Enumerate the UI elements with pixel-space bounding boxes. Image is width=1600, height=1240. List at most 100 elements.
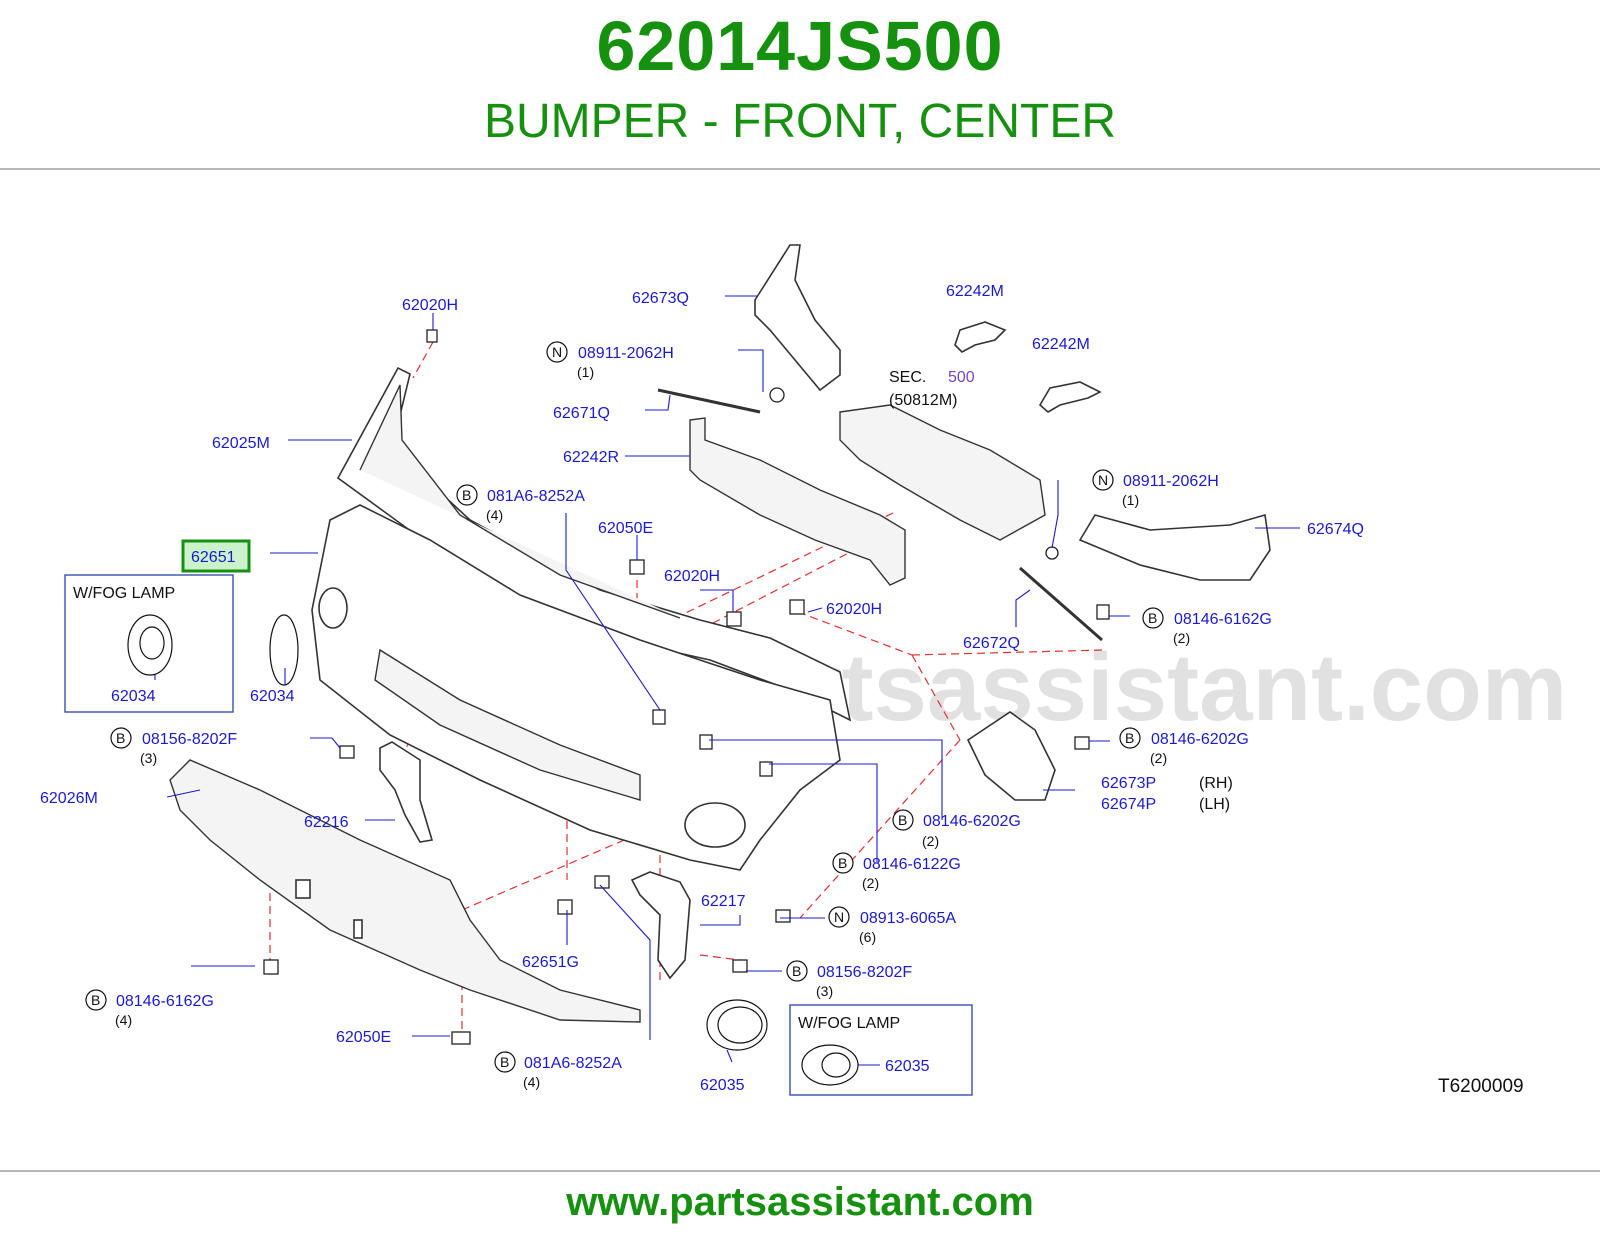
section-ref-sub: (50812M) [889, 392, 957, 409]
side-label-rh: (RH) [1199, 775, 1233, 792]
callout-62671Q[interactable]: 62671Q [553, 405, 610, 422]
svg-text:B: B [838, 855, 847, 871]
callout-62050E-bottom[interactable]: 62050E [336, 1029, 391, 1046]
bumper-cover-62651 [311, 504, 841, 871]
callout-62020H-right[interactable]: 62020H [826, 601, 882, 618]
fog-lamp-ring-62035-inner [717, 1006, 763, 1044]
svg-text:B: B [500, 1054, 509, 1070]
fog-lamp-option-box-left [64, 574, 234, 713]
svg-text:B: B [898, 812, 907, 828]
callout-62242M-upper[interactable]: 62242M [946, 283, 1004, 300]
fog-lamp-ring-62034-inset-inner [139, 626, 165, 660]
part-description-title: BUMPER - FRONT, CENTER [483, 95, 1116, 148]
section-ref-label: SEC. [889, 369, 926, 386]
callout-62025M[interactable]: 62025M [212, 435, 270, 452]
callout-62242R[interactable]: 62242R [563, 449, 619, 466]
side-label-lh: (LH) [1199, 796, 1230, 813]
bumper-armature-62242R [689, 417, 906, 586]
callout-symbols: N N B B B B B B N B B B [85, 341, 1164, 1073]
footer-divider [0, 1170, 1600, 1172]
callout-62217[interactable]: 62217 [701, 893, 746, 910]
corner-piece-62673P [966, 711, 1056, 801]
svg-text:N: N [552, 344, 562, 360]
callout-62020H-top[interactable]: 62020H [402, 297, 458, 314]
callout-08913-6065A[interactable]: 08913-6065A [860, 910, 956, 927]
callout-62034[interactable]: 62034 [250, 688, 295, 705]
quantity-label: (4) [523, 1074, 540, 1090]
fascia-inner-edge [359, 384, 681, 619]
parts-diagram: www.partsassistant.com [40, 244, 1567, 1097]
svg-text:B: B [462, 487, 471, 503]
bumper-fog-hole-right [684, 802, 746, 848]
bracket-62217 [630, 871, 691, 980]
callout-08146-6202G-mid[interactable]: 08146-6202G [923, 813, 1021, 830]
quantity-label: (1) [1122, 492, 1139, 508]
quantity-label: (3) [816, 983, 833, 999]
callout-62672Q[interactable]: 62672Q [963, 635, 1020, 652]
svg-text:B: B [91, 992, 100, 1008]
svg-text:N: N [1098, 472, 1108, 488]
quantity-label: (2) [1150, 750, 1167, 766]
footer-website-link[interactable]: www.partsassistant.com [566, 1180, 1034, 1224]
bracket-62242M-lower [1038, 381, 1102, 413]
callout-62035[interactable]: 62035 [700, 1077, 745, 1094]
callout-08911-2062H-a[interactable]: 08911-2062H [578, 345, 674, 362]
svg-text:B: B [1148, 610, 1157, 626]
callout-081A6-8252A-top[interactable]: 081A6-8252A [487, 488, 585, 505]
stay-rod-62672Q [1019, 566, 1103, 642]
reinforcement-slot [353, 919, 363, 939]
quantity-label: (6) [859, 929, 876, 945]
end-bracket-62674Q [1078, 513, 1271, 581]
svg-text:B: B [116, 730, 125, 746]
bumper-fog-hole-left [318, 587, 348, 629]
callout-081A6-8252A-bottom[interactable]: 081A6-8252A [524, 1055, 622, 1072]
callout-62673Q[interactable]: 62673Q [632, 290, 689, 307]
part-number-title: 62014JS500 [596, 7, 1004, 85]
callout-62651G[interactable]: 62651G [522, 954, 579, 971]
diagram-reference-code: T6200009 [1438, 1076, 1524, 1097]
callout-08911-2062H-b[interactable]: 08911-2062H [1123, 473, 1219, 490]
quantity-label: (3) [140, 750, 157, 766]
page-header: 62014JS500 BUMPER - FRONT, CENTER [0, 0, 1600, 168]
fog-lamp-label-right: W/FOG LAMP [798, 1015, 900, 1032]
svg-text:B: B [1125, 730, 1134, 746]
callout-62035-inset[interactable]: 62035 [885, 1058, 930, 1075]
fastener-set [263, 329, 1110, 1045]
callout-62050E-top[interactable]: 62050E [598, 520, 653, 537]
callout-62242M-lower[interactable]: 62242M [1032, 336, 1090, 353]
quantity-label: (2) [862, 875, 879, 891]
callout-62651-selected[interactable]: 62651 [191, 549, 236, 566]
callout-62034-inset[interactable]: 62034 [111, 688, 156, 705]
callout-62020H-mid[interactable]: 62020H [664, 568, 720, 585]
quantity-label: (2) [922, 833, 939, 849]
callout-08146-6122G[interactable]: 08146-6122G [863, 856, 961, 873]
callout-08146-6162G-right[interactable]: 08146-6162G [1174, 611, 1272, 628]
callout-08156-8202F-left[interactable]: 08156-8202F [142, 731, 237, 748]
callout-62216[interactable]: 62216 [304, 814, 349, 831]
callout-62674P[interactable]: 62674P [1101, 796, 1156, 813]
fog-lamp-ring-62034 [269, 614, 299, 686]
svg-text:B: B [792, 963, 801, 979]
header-divider [0, 168, 1600, 170]
callout-leader-lines [154, 295, 1300, 1066]
splash-shield-50812M [839, 404, 1046, 541]
callout-62026M[interactable]: 62026M [40, 790, 98, 807]
fog-lamp-ring-62035-inset-inner [821, 1052, 851, 1078]
bumper-grille-recess [374, 648, 641, 801]
section-ref-link-500[interactable]: 500 [948, 369, 975, 386]
lower-reinforcement-62026M [169, 759, 641, 1023]
selected-part-highlight[interactable] [181, 539, 251, 573]
svg-text:N: N [834, 909, 844, 925]
quantity-label: (4) [486, 507, 503, 523]
callout-62673P[interactable]: 62673P [1101, 775, 1156, 792]
stay-rod-62671Q [657, 388, 761, 414]
quantity-label: (4) [115, 1012, 132, 1028]
callout-08146-6202G-right[interactable]: 08146-6202G [1151, 731, 1249, 748]
quantity-label: (2) [1173, 630, 1190, 646]
callout-62674Q[interactable]: 62674Q [1307, 521, 1364, 538]
callout-08146-6162G-left[interactable]: 08146-6162G [116, 993, 214, 1010]
quantity-label: (1) [577, 364, 594, 380]
bracket-62242M-upper [954, 321, 1007, 353]
fog-lamp-option-box-right [789, 1004, 973, 1096]
callout-08156-8202F-bottom[interactable]: 08156-8202F [817, 964, 912, 981]
